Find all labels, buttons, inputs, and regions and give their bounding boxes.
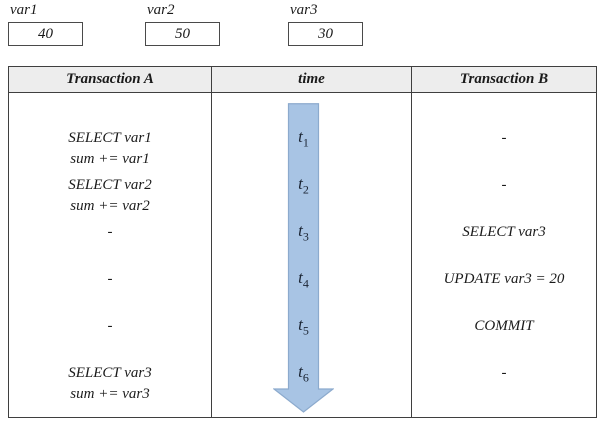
txn-a-step-t4: - (107, 271, 113, 287)
txn-b-step-t2: - (501, 177, 507, 193)
txn-a-step-t5: - (107, 318, 113, 334)
time-row: t2 (212, 162, 411, 209)
table-row: SELECT var2 sum += var2 (9, 162, 211, 214)
var3-value-box: 30 (288, 22, 363, 46)
table-row: COMMIT (412, 303, 596, 350)
var1-value: 40 (38, 25, 53, 42)
var3-label: var3 (290, 2, 318, 18)
table-row: - (9, 256, 211, 303)
txn-a-step-t6: SELECT var3 sum += var3 (68, 364, 152, 402)
table-row: - (9, 209, 211, 256)
column-transaction-a: SELECT var1 sum += var1 SELECT var2 sum … (9, 93, 212, 417)
time-label-t1: t1 (298, 126, 309, 150)
table-row: SELECT var1 sum += var1 (9, 115, 211, 167)
time-row: t4 (212, 256, 411, 303)
time-label-t3: t3 (298, 220, 309, 244)
table-row: SELECT var3 sum += var3 (9, 350, 211, 402)
time-label-t4: t4 (298, 267, 309, 291)
table-row: SELECT var3 (412, 209, 596, 256)
column-time: t1 t2 t3 t4 t5 t6 (212, 93, 412, 417)
table-row: - (9, 303, 211, 350)
txn-a-step-t2: SELECT var2 sum += var2 (68, 176, 152, 214)
time-row: t3 (212, 209, 411, 256)
header-transaction-a: Transaction A (9, 67, 212, 92)
variable-var1: var1 40 (8, 2, 83, 46)
header-transaction-b: Transaction B (459, 71, 549, 87)
var2-label: var2 (147, 2, 175, 18)
var1-value-box: 40 (8, 22, 83, 46)
variable-var3: var3 30 (288, 2, 363, 46)
time-row: t5 (212, 303, 411, 350)
txn-b-step-t5: COMMIT (474, 318, 534, 334)
table-row: - (412, 115, 596, 162)
time-row: t1 (212, 115, 411, 162)
transaction-timeline-table: Transaction A time Transaction B SELECT … (8, 66, 597, 418)
txn-b-step-t3: SELECT var3 (462, 224, 546, 240)
time-row: t6 (212, 350, 411, 397)
table-body: SELECT var1 sum += var1 SELECT var2 sum … (9, 93, 596, 417)
txn-b-step-t1: - (501, 130, 507, 146)
time-arrow-down-icon (273, 103, 334, 413)
column-transaction-b: - - SELECT var3 UPDATE var3 = 20 COMMIT … (412, 93, 596, 417)
txn-b-step-t6: - (501, 365, 507, 381)
time-label-t6: t6 (298, 361, 309, 385)
var2-value-box: 50 (145, 22, 220, 46)
variable-var2: var2 50 (145, 2, 220, 46)
var2-value: 50 (175, 25, 190, 42)
table-row: UPDATE var3 = 20 (412, 256, 596, 303)
table-row: - (412, 162, 596, 209)
var1-label: var1 (10, 2, 38, 18)
txn-b-step-t4: UPDATE var3 = 20 (443, 271, 565, 287)
table-row: - (412, 350, 596, 397)
table-header-row: Transaction A time Transaction B (9, 67, 596, 93)
header-time: time (212, 67, 412, 92)
txn-a-step-t1: SELECT var1 sum += var1 (68, 129, 152, 167)
txn-a-step-t3: - (107, 224, 113, 240)
var3-value: 30 (318, 25, 333, 42)
time-label-t2: t2 (298, 173, 309, 197)
time-label-t5: t5 (298, 314, 309, 338)
